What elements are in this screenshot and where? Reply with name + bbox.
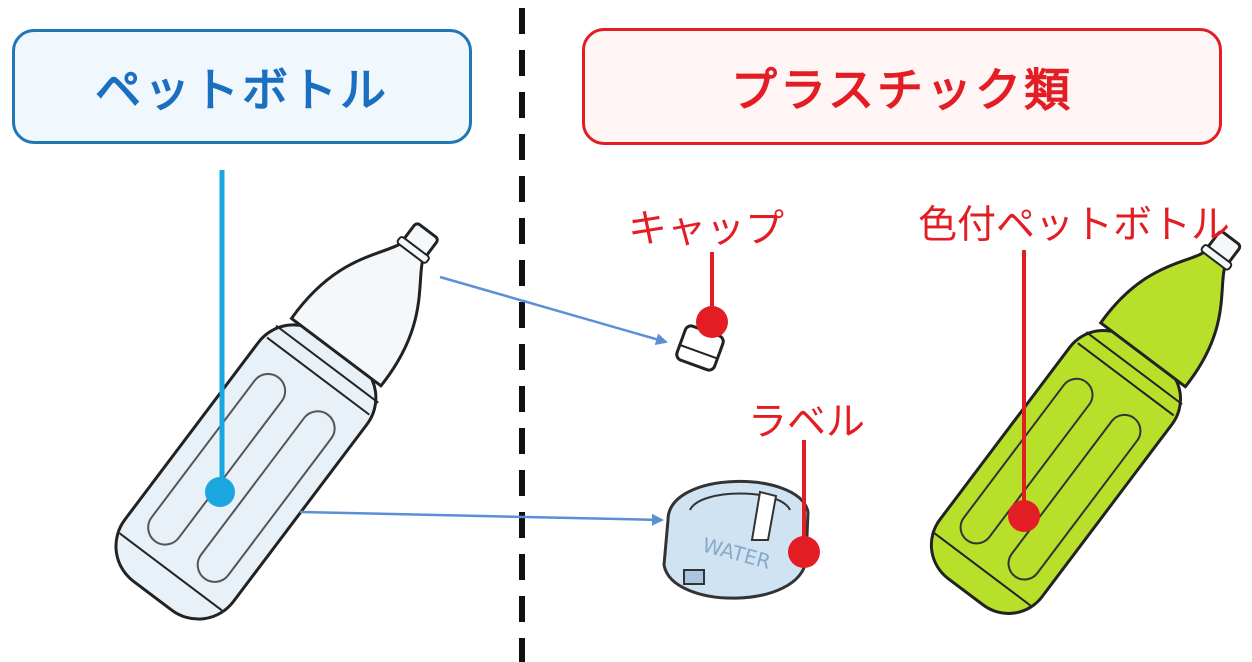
colored-pet-bottle-label: 色付ペットボトル [918, 203, 1231, 248]
cap-label: キャップ [628, 207, 785, 252]
colored-pet-bottle-illustration [929, 230, 1242, 615]
label-marker-dot [788, 536, 820, 568]
pet-bottle-heading-box: ペットボトル [12, 29, 472, 144]
label-illustration: WATER [662, 479, 810, 600]
pet-bottle-marker-dot [205, 477, 235, 507]
pet-bottle-heading: ペットボトル [95, 62, 389, 117]
cap-arrow [439, 275, 668, 346]
plastic-heading: プラスチック類 [730, 62, 1074, 117]
cap-marker-dot [696, 306, 728, 338]
colored-bottle-marker-dot [1008, 500, 1040, 532]
plastic-heading-box: プラスチック類 [582, 28, 1222, 145]
label-label: ラベル [748, 400, 866, 445]
clear-pet-bottle-illustration [114, 222, 439, 621]
label-arrow [299, 510, 664, 526]
